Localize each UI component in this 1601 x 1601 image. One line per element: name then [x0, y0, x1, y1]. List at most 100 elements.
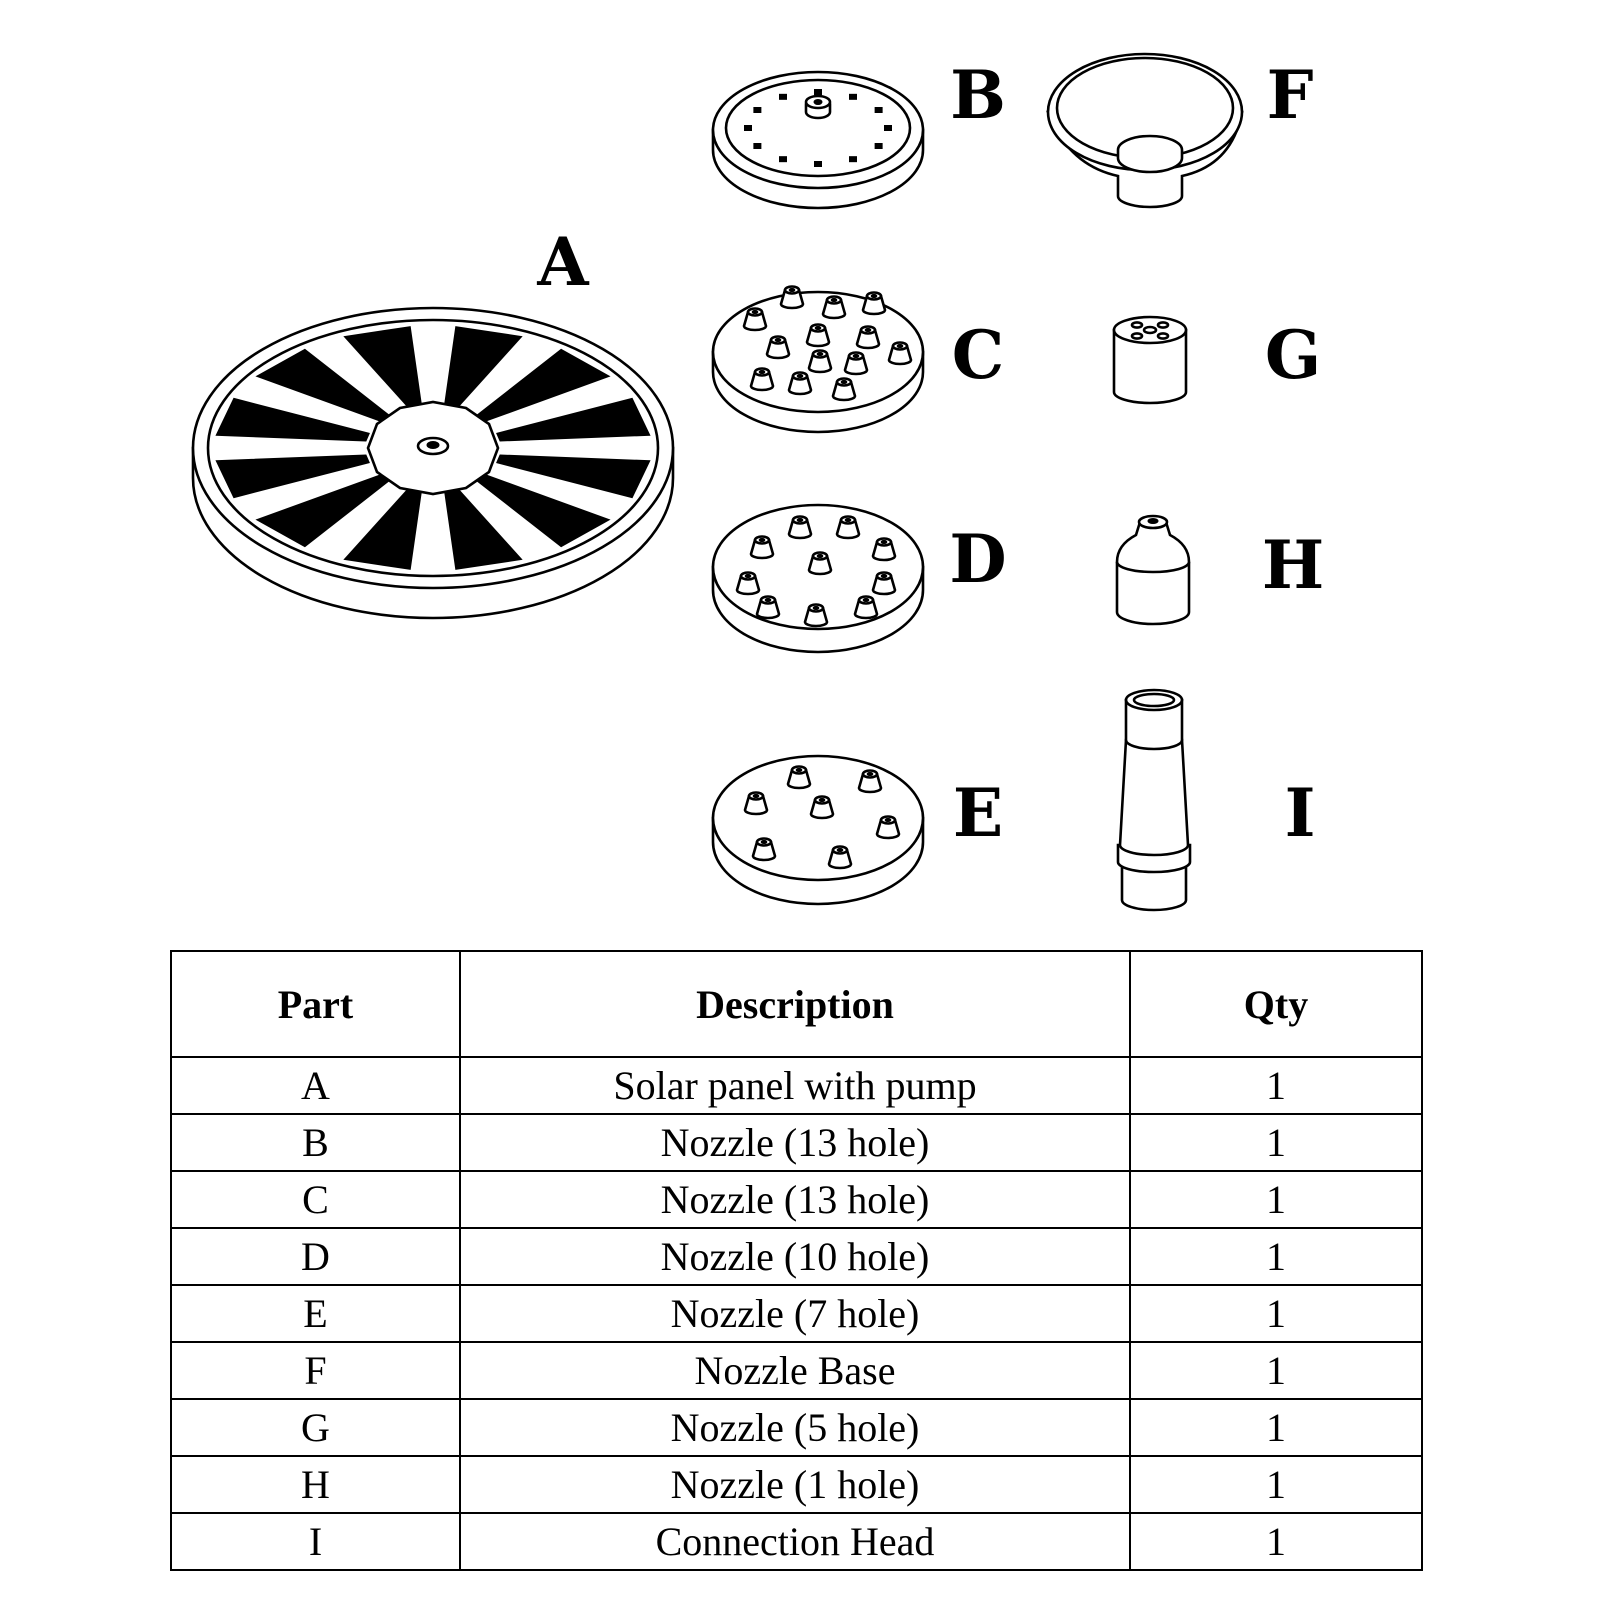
solar-cell: [215, 397, 370, 442]
nozzle-jet: [765, 335, 791, 360]
nozzle-jet: [861, 291, 887, 316]
label-f: F: [1267, 56, 1314, 134]
column-header-description: Description: [459, 950, 1131, 1058]
nozzle-jet: [843, 351, 869, 376]
table-header-row: Part Description Qty: [170, 950, 1423, 1058]
nozzle-jet: [807, 349, 833, 374]
nozzle-jet: [749, 367, 775, 392]
nozzle-hole: [884, 125, 892, 131]
cell-part: D: [170, 1227, 461, 1286]
cell-part: B: [170, 1113, 461, 1172]
solar-panel-pump-drawing: [191, 306, 675, 620]
column-header-part: Part: [170, 950, 461, 1058]
nozzle-hole: [849, 93, 857, 100]
cell-qty: 1: [1129, 1113, 1423, 1172]
cell-description: Solar panel with pump: [459, 1056, 1131, 1115]
cell-qty: 1: [1129, 1227, 1423, 1286]
nozzle-hole: [779, 93, 787, 100]
nozzle-jet: [835, 515, 861, 540]
solar-cell: [215, 454, 370, 499]
cell-qty: 1: [1129, 1512, 1423, 1571]
nozzle-5-hole-drawing: [1112, 315, 1188, 405]
cell-qty: 1: [1129, 1170, 1423, 1229]
cell-qty: 1: [1129, 1056, 1423, 1115]
nozzle-jet: [779, 285, 805, 310]
solar-cell: [496, 454, 651, 499]
cell-part: A: [170, 1056, 461, 1115]
nozzle-hole: [753, 107, 762, 113]
nozzle-base-drawing: [1046, 52, 1244, 209]
nozzle-jet: [857, 769, 883, 794]
nozzle-jet: [809, 795, 835, 820]
nozzle-jet: [855, 325, 881, 350]
label-c: C: [952, 316, 1005, 394]
parts-illustration: A B C D E F G H I: [191, 52, 1324, 912]
solar-cells: [215, 326, 651, 570]
nozzle-jet: [787, 371, 813, 396]
nozzle-hole: [874, 143, 883, 149]
nozzle-jet: [875, 815, 901, 840]
cell-part: C: [170, 1170, 461, 1229]
cell-description: Nozzle (13 hole): [459, 1113, 1131, 1172]
nozzle-jet: [735, 571, 761, 596]
nozzle-jet: [827, 845, 853, 870]
nozzle-jet: [749, 535, 775, 560]
connection-head-drawing: [1116, 688, 1192, 912]
label-i: I: [1285, 774, 1316, 852]
nozzle-jet: [786, 765, 812, 790]
cell-qty: 1: [1129, 1341, 1423, 1400]
nozzle-jet: [751, 837, 777, 862]
label-d: D: [949, 520, 1006, 598]
nozzle-jet: [805, 323, 831, 348]
cell-qty: 1: [1129, 1398, 1423, 1457]
nozzle-jet: [803, 603, 829, 628]
cell-part: G: [170, 1398, 461, 1457]
solar-cell: [496, 397, 651, 442]
nozzle-jet: [743, 791, 769, 816]
nozzle-7-hole-drawing: [711, 754, 925, 906]
nozzle-jet: [853, 595, 879, 620]
nozzle-hole: [779, 156, 787, 163]
nozzle-13-hole-b-drawing: [711, 70, 925, 210]
nozzle-hole: [744, 125, 752, 131]
label-b: B: [950, 56, 1006, 134]
label-g: G: [1265, 316, 1321, 394]
nozzle-jet: [871, 537, 897, 562]
label-e: E: [953, 774, 1003, 852]
cell-description: Nozzle (5 hole): [459, 1398, 1131, 1457]
cell-qty: 1: [1129, 1455, 1423, 1514]
cell-description: Nozzle (13 hole): [459, 1170, 1131, 1229]
cell-part: E: [170, 1284, 461, 1343]
cell-description: Nozzle (10 hole): [459, 1227, 1131, 1286]
label-h: H: [1262, 526, 1324, 604]
nozzle-hole: [874, 107, 883, 113]
nozzle-hole: [753, 143, 762, 149]
nozzle-jet: [887, 341, 913, 366]
nozzle-jet: [871, 571, 897, 596]
cell-description: Connection Head: [459, 1512, 1131, 1571]
cell-description: Nozzle (1 hole): [459, 1455, 1131, 1514]
nozzle-hole: [814, 161, 822, 167]
nozzle-jet: [755, 595, 781, 620]
cell-qty: 1: [1129, 1284, 1423, 1343]
nozzle-1-hole-drawing: [1115, 514, 1191, 626]
nozzle-jet: [831, 377, 857, 402]
nozzle-10-hole-drawing: [711, 503, 925, 654]
nozzle-jet: [787, 515, 813, 540]
nozzle-13-hole-c-drawing: [711, 285, 925, 434]
cell-part: F: [170, 1341, 461, 1400]
cell-part: I: [170, 1512, 461, 1571]
nozzle-jet: [742, 307, 768, 332]
column-header-qty: Qty: [1129, 950, 1423, 1058]
